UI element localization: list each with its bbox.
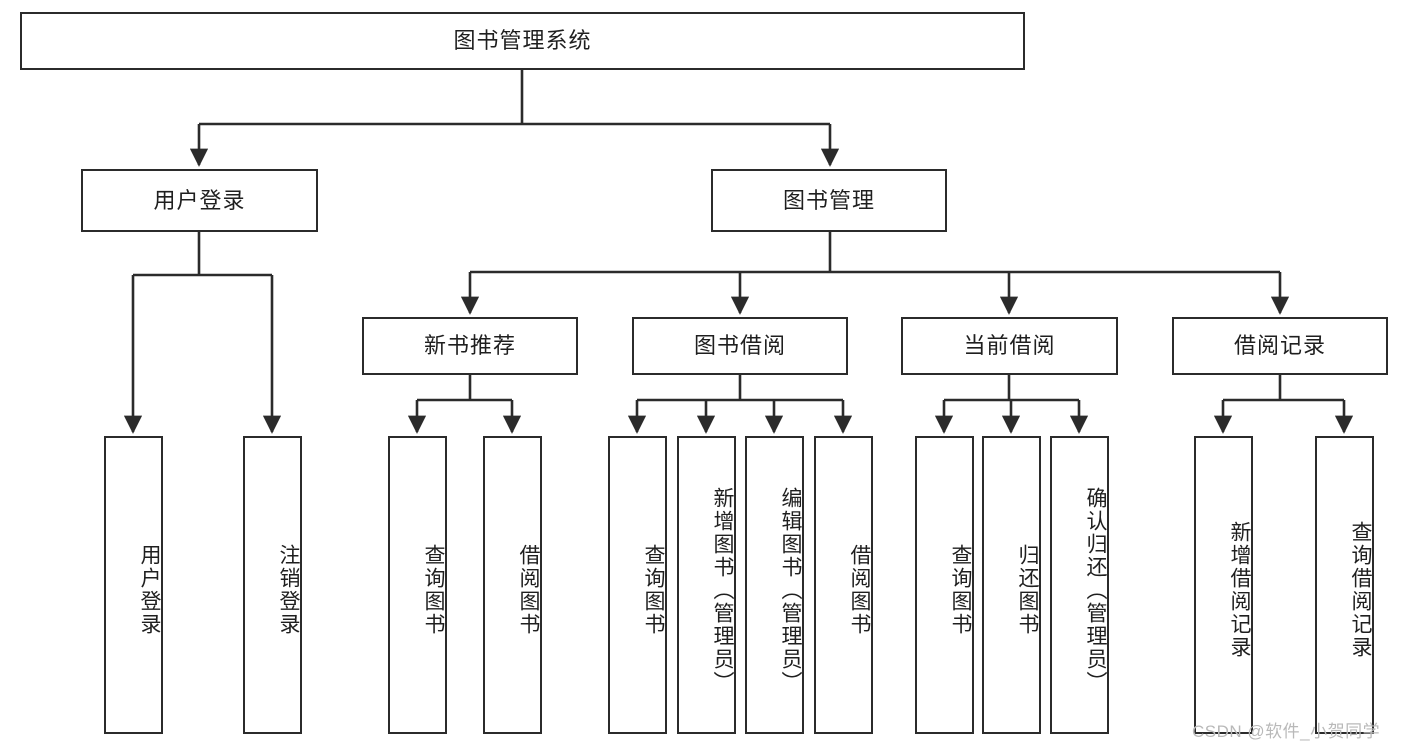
node-current-borrow[interactable]: 当前借阅 — [901, 317, 1118, 375]
node-leaf-query-books-borrow[interactable]: 查询图书 — [608, 436, 667, 734]
csdn-watermark: CSDN @软件_小贺同学 — [1192, 722, 1381, 741]
node-label: 新书推荐 — [423, 333, 516, 359]
node-new-book-recommend[interactable]: 新书推荐 — [362, 317, 578, 375]
node-label: 当前借阅 — [963, 333, 1056, 359]
node-label: 借阅记录 — [1233, 333, 1326, 359]
node-label: 新增图书（管理员） — [711, 486, 734, 694]
node-label: 借阅图书 — [517, 544, 540, 636]
node-leaf-borrow-book[interactable]: 借阅图书 — [814, 436, 873, 734]
node-leaf-query-borrow-record[interactable]: 查询借阅记录 — [1315, 436, 1374, 734]
node-label: 用户登录 — [153, 187, 246, 213]
node-label: 查询图书 — [642, 544, 665, 636]
node-leaf-add-book-admin[interactable]: 新增图书（管理员） — [677, 436, 736, 734]
node-leaf-edit-book-admin[interactable]: 编辑图书（管理员） — [745, 436, 804, 734]
node-leaf-borrow-books-recommend[interactable]: 借阅图书 — [483, 436, 542, 734]
node-label: 借阅图书 — [848, 544, 871, 636]
node-book-management[interactable]: 图书管理 — [711, 169, 947, 232]
node-leaf-query-books-current[interactable]: 查询图书 — [915, 436, 974, 734]
node-borrow-record[interactable]: 借阅记录 — [1172, 317, 1388, 375]
node-label: 图书管理系统 — [453, 28, 592, 54]
node-label: 查询图书 — [949, 544, 972, 636]
node-label: 归还图书 — [1016, 544, 1039, 636]
node-label: 图书管理 — [782, 187, 875, 213]
node-leaf-logout-login[interactable]: 注销登录 — [243, 436, 302, 734]
node-leaf-confirm-return-admin[interactable]: 确认归还（管理员） — [1050, 436, 1109, 734]
node-label: 注销登录 — [277, 544, 300, 636]
node-label: 编辑图书（管理员） — [779, 486, 802, 694]
node-leaf-add-borrow-record[interactable]: 新增借阅记录 — [1194, 436, 1253, 734]
node-label: 查询图书 — [422, 544, 445, 636]
node-user-login[interactable]: 用户登录 — [81, 169, 318, 232]
node-book-management-system[interactable]: 图书管理系统 — [20, 12, 1025, 70]
node-label: 用户登录 — [138, 544, 161, 636]
node-label: 新增借阅记录 — [1228, 521, 1251, 659]
node-label: 确认归还（管理员） — [1084, 486, 1107, 694]
node-label: 图书借阅 — [693, 333, 786, 359]
node-leaf-user-login[interactable]: 用户登录 — [104, 436, 163, 734]
node-leaf-query-books-recommend[interactable]: 查询图书 — [388, 436, 447, 734]
node-label: 查询借阅记录 — [1349, 521, 1372, 659]
node-leaf-return-book[interactable]: 归还图书 — [982, 436, 1041, 734]
node-book-borrow[interactable]: 图书借阅 — [632, 317, 848, 375]
